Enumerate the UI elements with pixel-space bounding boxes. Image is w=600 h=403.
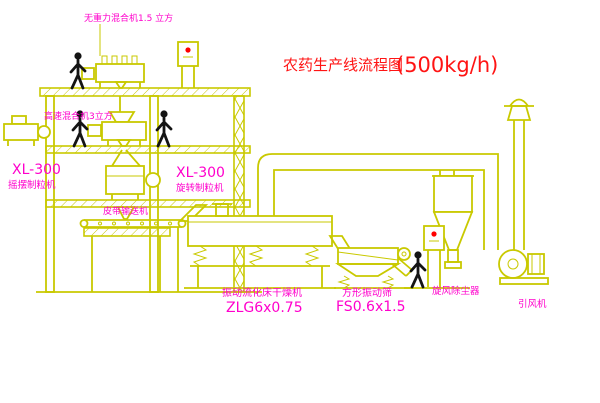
exhaust-duct [257, 153, 499, 250]
fluid-bed-dryer [184, 203, 354, 289]
induced-draft-fan [498, 249, 549, 285]
exhaust-stack [504, 98, 534, 250]
label-left-granulator-name: 摇摆制粒机 [8, 179, 56, 191]
swing-granulator [3, 115, 51, 146]
label-belt-conveyor: 皮带输送机 [103, 205, 148, 217]
label-top-mixer: 无重力混合机1.5 立方 [84, 12, 173, 24]
building-structure [36, 24, 262, 293]
high-speed-mixer [87, 96, 147, 147]
vibrating-screen [334, 247, 414, 289]
label-dryer-model: ZLG6x0.75 [226, 300, 303, 316]
belt-conveyor [79, 204, 209, 292]
control-panel-cyclone [423, 225, 445, 287]
drawing-title: 农药生产线流程图 [283, 56, 403, 74]
label-dryer-name: 振动流化床干燥机 [222, 286, 302, 299]
label-rotary-granulator-model: XL-300 [176, 165, 225, 181]
cyclone-separator [432, 175, 474, 269]
label-rotary-granulator-name: 旋转制粒机 [176, 182, 224, 194]
operator-figure-ground [409, 249, 427, 289]
paddle-mixer [81, 55, 145, 89]
label-high-speed-mixer: 高速混合机3立方 [44, 110, 113, 122]
label-left-granulator-model: XL-300 [12, 162, 61, 178]
label-screen-model: FS0.6x1.5 [336, 299, 406, 315]
control-panel-mixer [177, 41, 199, 88]
label-fan: 引风机 [518, 298, 547, 310]
label-cyclone: 旋风除尘器 [432, 285, 480, 297]
operator-figure-second-floor-right [155, 109, 173, 148]
rotary-granulator [105, 149, 161, 220]
operator-figure-top-floor [69, 51, 87, 90]
label-screen-name: 方形振动筛 [342, 286, 392, 299]
drawing-title-capacity: (500kg/h) [396, 53, 498, 77]
